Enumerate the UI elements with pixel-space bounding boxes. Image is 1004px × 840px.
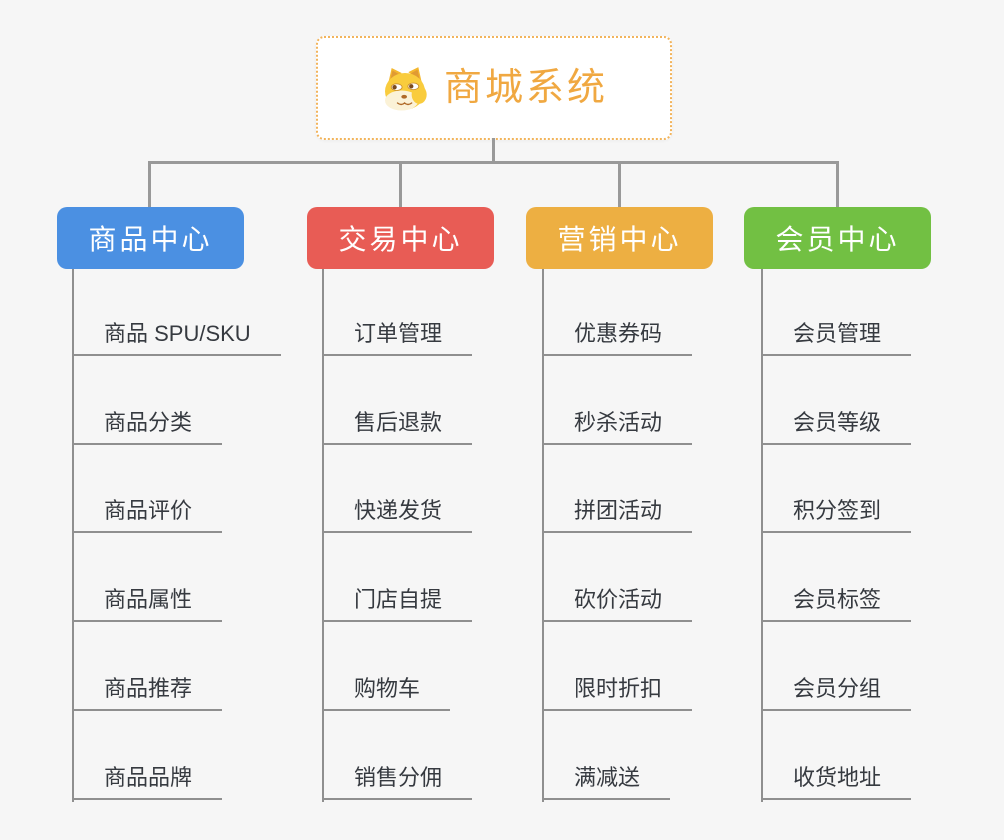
leaf-topic[interactable]: 会员分组 bbox=[761, 675, 912, 711]
leaf-topic[interactable]: 限时折扣 bbox=[542, 675, 693, 711]
branch-bus-connector bbox=[148, 161, 839, 164]
branch-drop-connector bbox=[836, 161, 839, 208]
branch-spine bbox=[72, 269, 74, 802]
leaf-topic[interactable]: 优惠券码 bbox=[542, 320, 693, 356]
leaf-topic[interactable]: 满减送 bbox=[542, 764, 671, 800]
leaf-topic[interactable]: 商品属性 bbox=[72, 586, 223, 622]
leaf-topic[interactable]: 积分签到 bbox=[761, 497, 912, 533]
branch-drop-connector bbox=[618, 161, 621, 208]
branch-node-member-center[interactable]: 会员中心 bbox=[744, 207, 931, 269]
leaf-topic[interactable]: 商品评价 bbox=[72, 497, 223, 533]
leaf-topic[interactable]: 商品推荐 bbox=[72, 675, 223, 711]
leaf-topic[interactable]: 商品品牌 bbox=[72, 764, 223, 800]
leaf-topic[interactable]: 商品 SPU/SKU bbox=[72, 320, 281, 356]
leaf-topic[interactable]: 门店自提 bbox=[322, 586, 473, 622]
branch-spine bbox=[761, 269, 763, 802]
leaf-topic[interactable]: 会员等级 bbox=[761, 409, 912, 445]
leaf-topic[interactable]: 收货地址 bbox=[761, 764, 912, 800]
leaf-topic[interactable]: 商品分类 bbox=[72, 409, 223, 445]
root-node[interactable]: 商城系统 bbox=[316, 36, 672, 140]
leaf-topic[interactable]: 拼团活动 bbox=[542, 497, 693, 533]
leaf-topic[interactable]: 订单管理 bbox=[322, 320, 473, 356]
leaf-topic[interactable]: 砍价活动 bbox=[542, 586, 693, 622]
leaf-topic[interactable]: 会员管理 bbox=[761, 320, 912, 356]
leaf-topic[interactable]: 会员标签 bbox=[761, 586, 912, 622]
branch-node-marketing-center[interactable]: 营销中心 bbox=[526, 207, 713, 269]
leaf-topic[interactable]: 秒杀活动 bbox=[542, 409, 693, 445]
leaf-topic[interactable]: 快递发货 bbox=[322, 497, 473, 533]
root-title: 商城系统 bbox=[443, 67, 608, 109]
branch-drop-connector bbox=[148, 161, 151, 208]
branch-spine bbox=[322, 269, 324, 802]
doge-icon bbox=[384, 67, 427, 111]
leaf-topic[interactable]: 购物车 bbox=[322, 675, 451, 711]
branch-node-product-center[interactable]: 商品中心 bbox=[57, 207, 244, 269]
branch-drop-connector bbox=[399, 161, 402, 208]
branch-node-trade-center[interactable]: 交易中心 bbox=[307, 207, 494, 269]
leaf-topic[interactable]: 售后退款 bbox=[322, 409, 473, 445]
root-stem-connector bbox=[492, 138, 495, 163]
branch-spine bbox=[542, 269, 544, 802]
leaf-topic[interactable]: 销售分佣 bbox=[322, 764, 473, 800]
